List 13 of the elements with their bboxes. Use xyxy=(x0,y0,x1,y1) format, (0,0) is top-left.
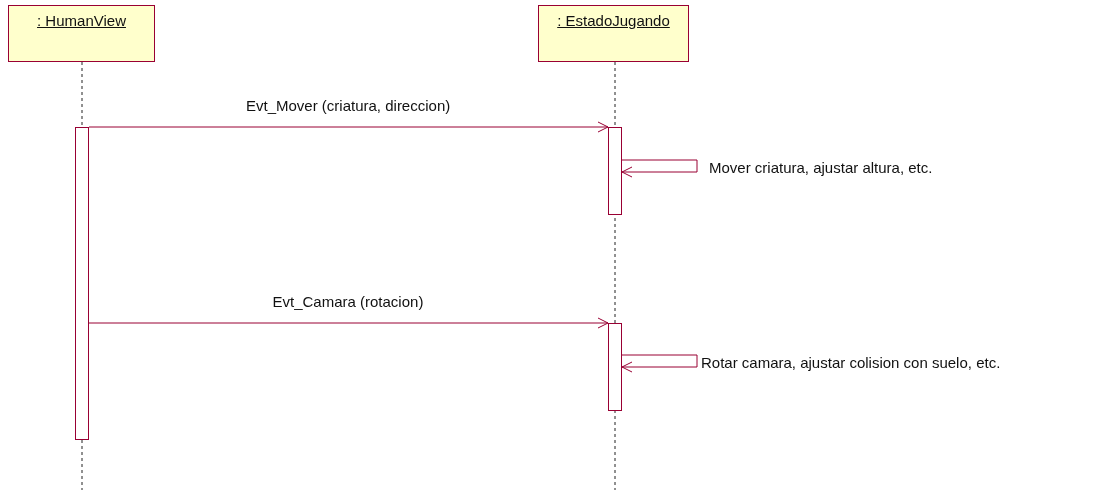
edge-label: Mover criatura, ajustar altura, etc. xyxy=(708,159,934,177)
activation-bar xyxy=(75,127,89,440)
object-box: : EstadoJugando xyxy=(538,5,689,62)
activation-bar xyxy=(608,323,622,411)
message-arrow xyxy=(88,121,609,133)
object-box: : HumanView xyxy=(8,5,155,62)
message-arrow xyxy=(88,317,609,329)
edge-label: Rotar camara, ajustar colision con suelo, etc. xyxy=(700,354,1002,372)
edge-label: Evt_Camara (rotacion) xyxy=(271,293,425,311)
self-message-arrow xyxy=(621,354,698,373)
edge-label: Evt_Mover (criatura, direccion) xyxy=(245,97,452,115)
self-message-arrow xyxy=(621,159,698,178)
activation-bar xyxy=(608,127,622,215)
